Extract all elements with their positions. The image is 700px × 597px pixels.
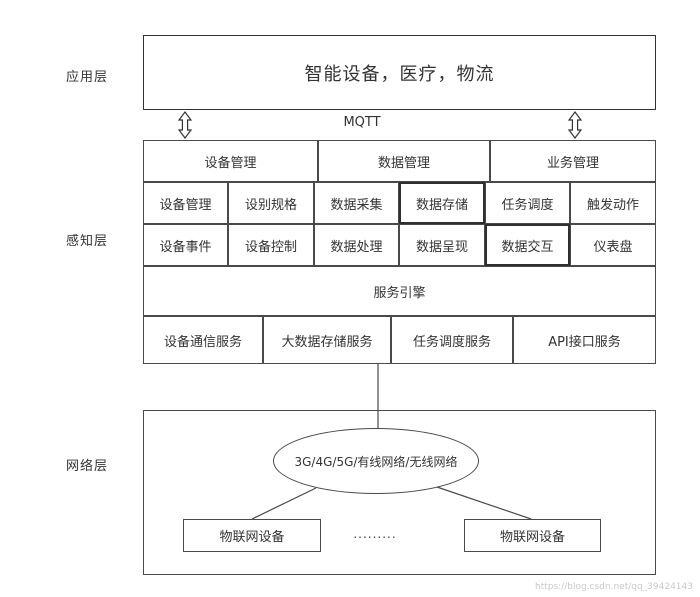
header-device-management: 设备管理 [143, 140, 318, 182]
grid-cell: 数据采集 [314, 182, 399, 224]
service-cell: API接口服务 [513, 316, 656, 364]
grid-cell: 设备事件 [143, 224, 228, 266]
ellipsis-dots: ......... [353, 527, 397, 541]
grid-cell: 设备管理 [143, 182, 228, 224]
service-cell: 设备通信服务 [143, 316, 263, 364]
service-cell: 任务调度服务 [391, 316, 513, 364]
iot-device-box-left: 物联网设备 [183, 519, 321, 552]
grid-cell: 数据呈现 [399, 224, 485, 266]
grid-cell: 数据处理 [314, 224, 399, 266]
updown-arrow-icon [568, 111, 582, 139]
updown-arrow-icon [178, 111, 192, 139]
label-network-layer: 网络层 [66, 459, 109, 474]
mqtt-label: MQTT [343, 115, 381, 130]
grid-cell: 任务调度 [485, 182, 570, 224]
header-data-management: 数据管理 [318, 140, 490, 182]
iot-device-box-right: 物联网设备 [464, 519, 601, 552]
application-layer-box: 智能设备，医疗，物流 [143, 35, 656, 110]
label-application-layer: 应用层 [66, 70, 109, 85]
grid-cell: 触发动作 [570, 182, 656, 224]
grid-cell: 数据交互 [485, 224, 570, 266]
label-perception-layer: 感知层 [66, 234, 109, 249]
grid-cell: 设别规格 [228, 182, 314, 224]
grid-cell: 设备控制 [228, 224, 314, 266]
service-cell: 大数据存储服务 [263, 316, 391, 364]
watermark-text: https://blog.csdn.net/qq_39424143 [534, 582, 693, 592]
grid-cell: 仪表盘 [570, 224, 656, 266]
grid-cell: 数据存储 [399, 182, 485, 224]
network-cloud-ellipse: 3G/4G/5G/有线网络/无线网络 [273, 428, 479, 494]
service-engine-box: 服务引擎 [143, 266, 656, 316]
application-title: 智能设备，医疗，物流 [304, 63, 495, 85]
header-business-management: 业务管理 [490, 140, 656, 182]
network-cloud-label: 3G/4G/5G/有线网络/无线网络 [294, 454, 458, 469]
